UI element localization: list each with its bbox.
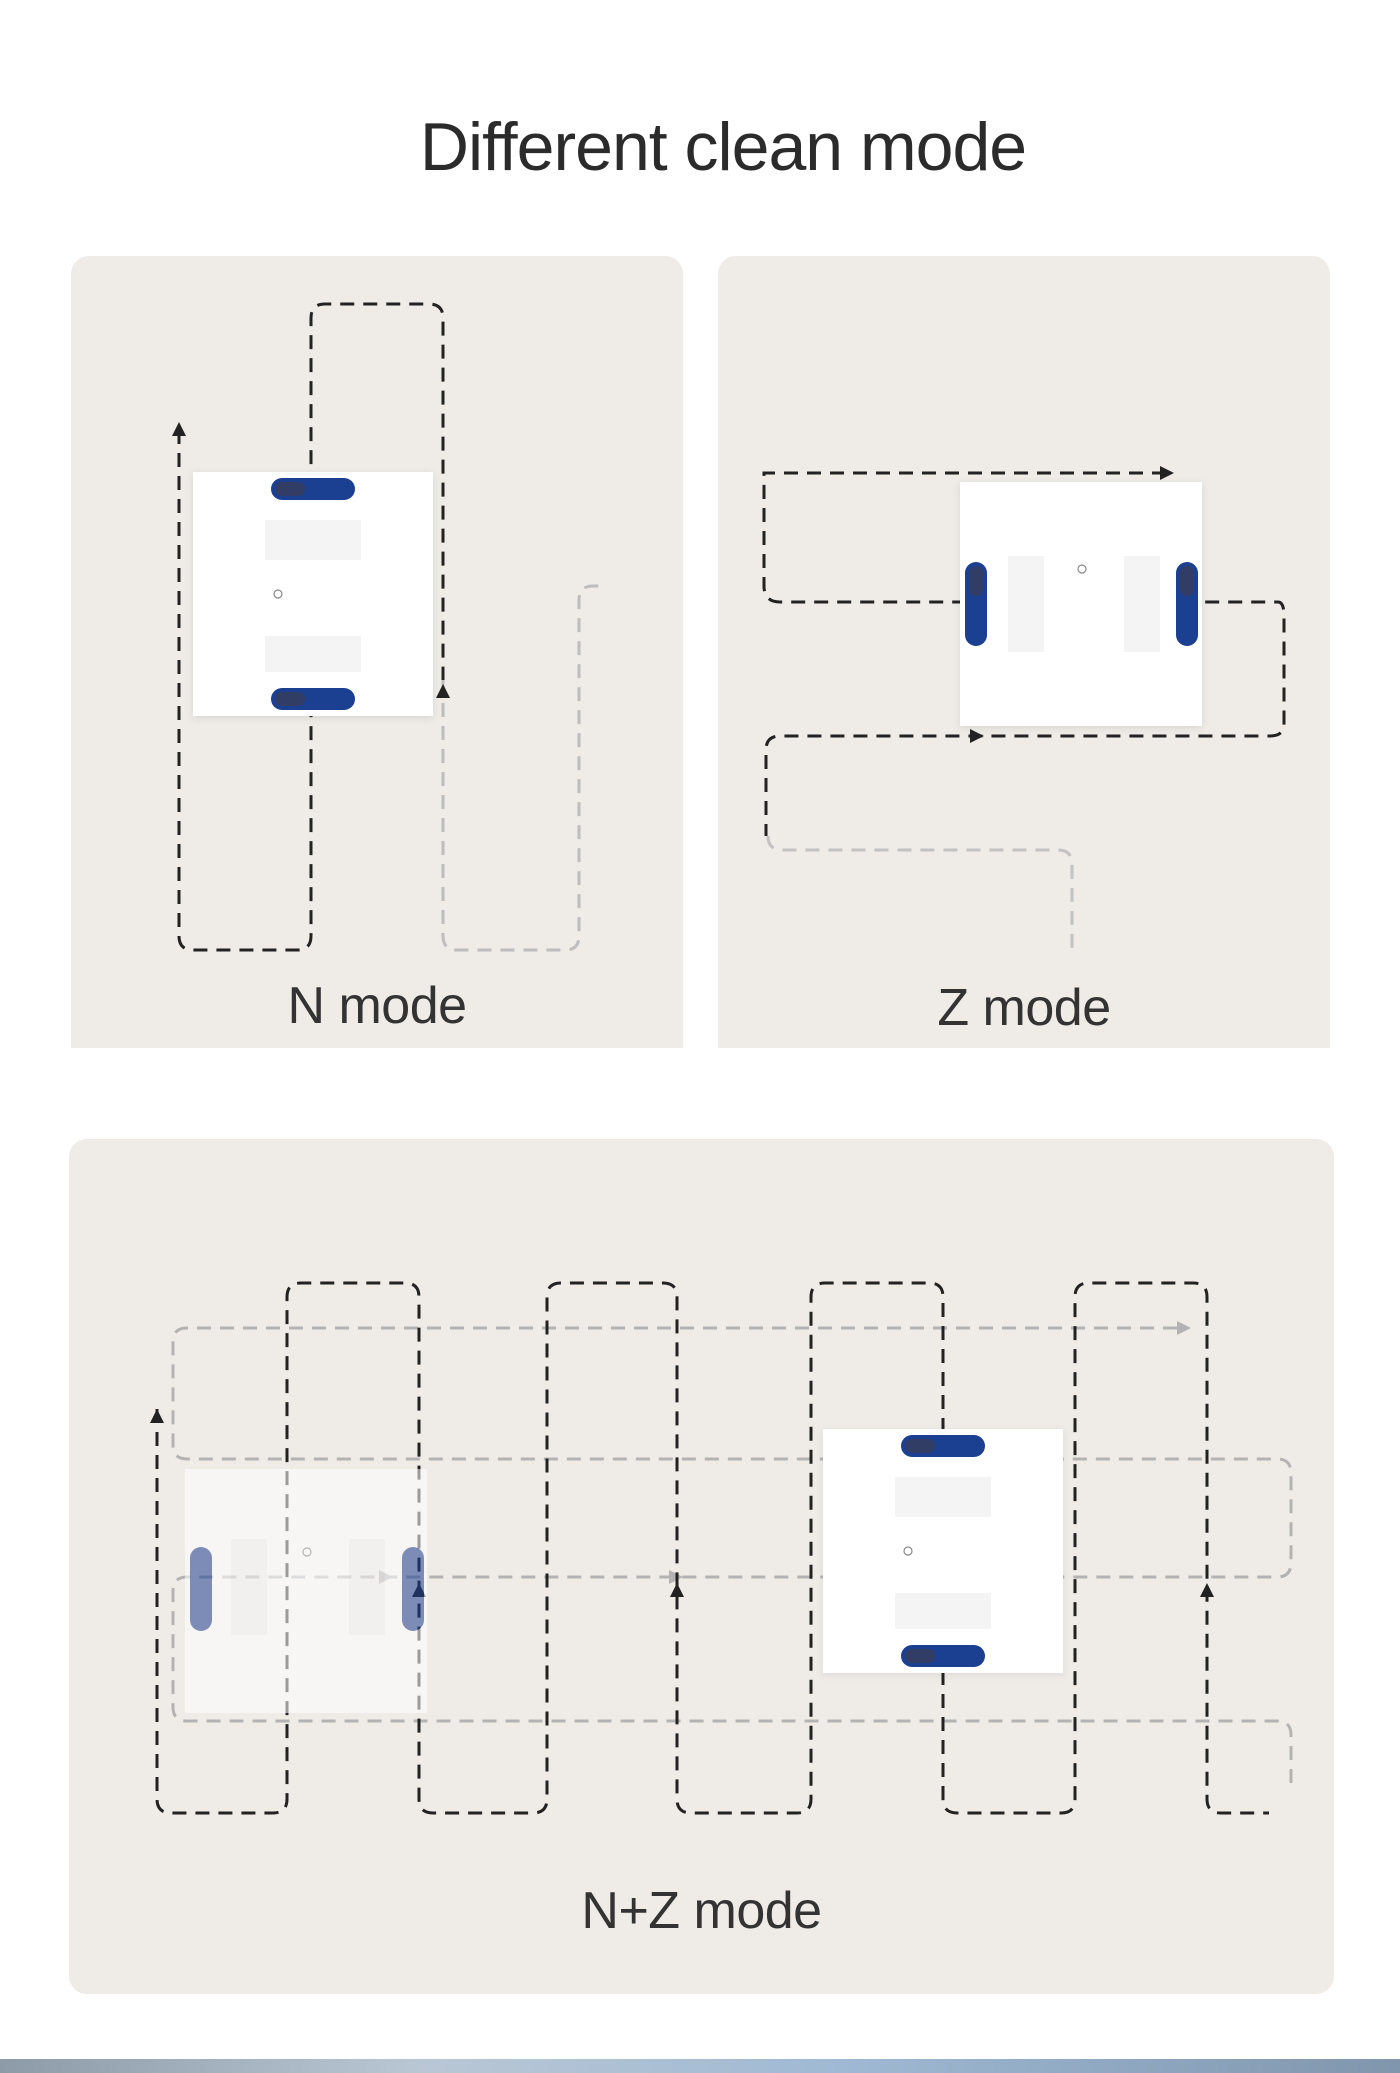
z-mode-panel: Z mode xyxy=(718,256,1330,1048)
arrow-head-icon xyxy=(150,1409,164,1423)
z-mode-label: Z mode xyxy=(937,979,1111,1037)
window-cleaning-robot-faded-icon xyxy=(185,1469,427,1713)
nz-mode-panel: N+Z mode xyxy=(69,1139,1334,1994)
nz-path-n-dark xyxy=(155,1281,1269,1815)
z-mode-path-diagram xyxy=(762,466,1286,956)
arrow-head-icon xyxy=(670,1583,684,1597)
power-icon xyxy=(273,589,283,599)
n-path-faded-segment xyxy=(441,584,601,952)
page-title: Different clean mode xyxy=(419,109,1027,185)
arrow-head-icon xyxy=(436,684,450,698)
arrow-head-icon xyxy=(970,729,984,743)
nz-mode-path-diagram xyxy=(150,1281,1293,1815)
n-mode-label: N mode xyxy=(287,977,467,1035)
nz-mode-label: N+Z mode xyxy=(581,1882,822,1940)
window-cleaning-robot-icon xyxy=(823,1429,1063,1673)
n-path-main xyxy=(177,302,445,952)
arrow-head-icon xyxy=(172,422,186,436)
bottom-gradient-strip xyxy=(0,2059,1400,2073)
n-mode-path-diagram xyxy=(172,302,601,952)
z-path-faded-segment xyxy=(766,835,1074,956)
arrow-head-icon xyxy=(1177,1321,1191,1335)
nz-path-z-light xyxy=(171,1326,1293,1791)
z-path-main xyxy=(762,471,1286,836)
arrow-head-icon xyxy=(1200,1583,1214,1597)
power-icon xyxy=(1077,564,1087,574)
window-cleaning-robot-icon xyxy=(960,482,1202,726)
n-mode-panel: N mode xyxy=(71,256,683,1048)
power-icon xyxy=(903,1546,913,1556)
arrow-head-icon xyxy=(1160,466,1174,480)
window-cleaning-robot-icon xyxy=(193,472,433,716)
